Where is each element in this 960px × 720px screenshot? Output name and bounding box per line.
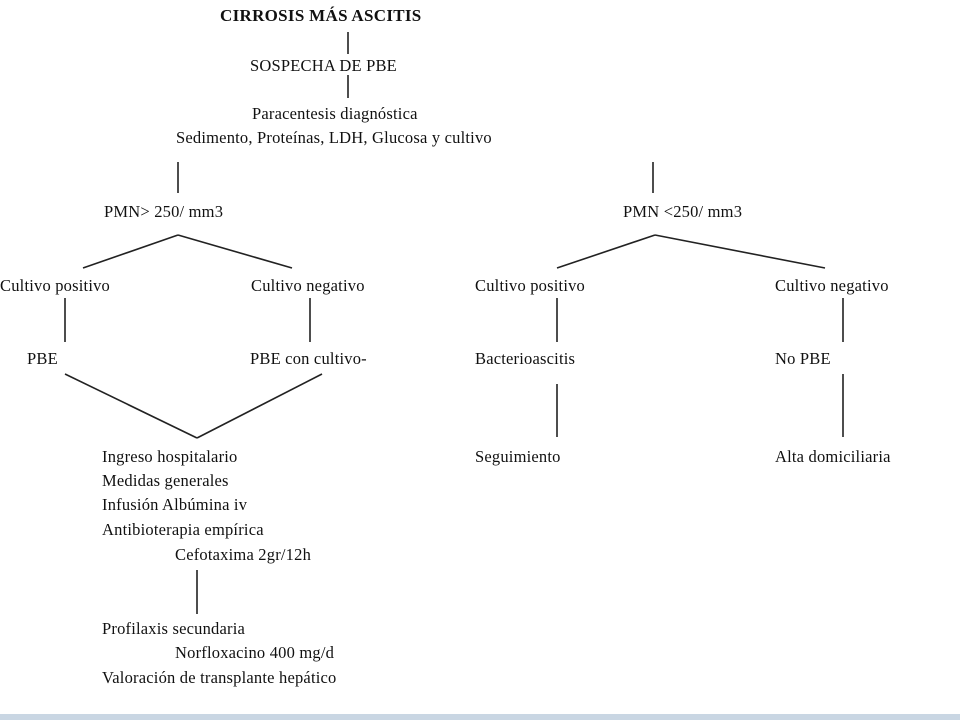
treatment-item: Infusión Albúmina iv bbox=[102, 495, 248, 514]
prophylaxis-item: Norfloxacino 400 mg/d bbox=[175, 643, 335, 662]
prophylaxis-item: Valoración de transplante hepático bbox=[102, 668, 337, 687]
node-bacterioascitis: Bacterioascitis bbox=[475, 349, 576, 368]
node-low-positive-culture: Cultivo positivo bbox=[475, 276, 586, 295]
title-cirrosis-ascitis: CIRROSIS MÁS ASCITIS bbox=[220, 6, 422, 25]
treatment-item: Medidas generales bbox=[102, 471, 229, 490]
treatment-item: Ingreso hospitalario bbox=[102, 447, 238, 466]
footer-bar bbox=[0, 714, 960, 720]
node-followup: Seguimiento bbox=[475, 447, 561, 466]
branch-pmn-low-left bbox=[556, 234, 656, 269]
node-low-negative-culture: Cultivo negativo bbox=[775, 276, 889, 295]
prophylaxis-item: Profilaxis secundaria bbox=[102, 619, 246, 638]
node-pbe-negative-culture: PBE con cultivo- bbox=[250, 349, 367, 368]
merge-pbe-right bbox=[196, 373, 323, 439]
node-pmn-high: PMN> 250/ mm3 bbox=[104, 202, 224, 221]
branch-pmn-low-right bbox=[654, 234, 826, 269]
node-high-negative-culture: Cultivo negativo bbox=[251, 276, 365, 295]
node-tests: Sedimento, Proteínas, LDH, Glucosa y cul… bbox=[176, 128, 492, 147]
node-high-positive-culture: Cultivo positivo bbox=[0, 276, 111, 295]
node-pbe: PBE bbox=[27, 349, 58, 368]
node-paracentesis: Paracentesis diagnóstica bbox=[252, 104, 418, 123]
branch-pmn-high-right bbox=[177, 234, 293, 269]
treatment-item: Antibioterapia empírica bbox=[102, 520, 264, 539]
node-pmn-low: PMN <250/ mm3 bbox=[623, 202, 743, 221]
treatment-item: Cefotaxima 2gr/12h bbox=[175, 545, 312, 564]
branch-pmn-high-left bbox=[82, 234, 179, 269]
node-sospecha-pbe: SOSPECHA DE PBE bbox=[250, 56, 397, 75]
merge-pbe-left bbox=[64, 373, 198, 439]
node-home-discharge: Alta domiciliaria bbox=[775, 447, 891, 466]
node-no-pbe: No PBE bbox=[775, 349, 831, 368]
